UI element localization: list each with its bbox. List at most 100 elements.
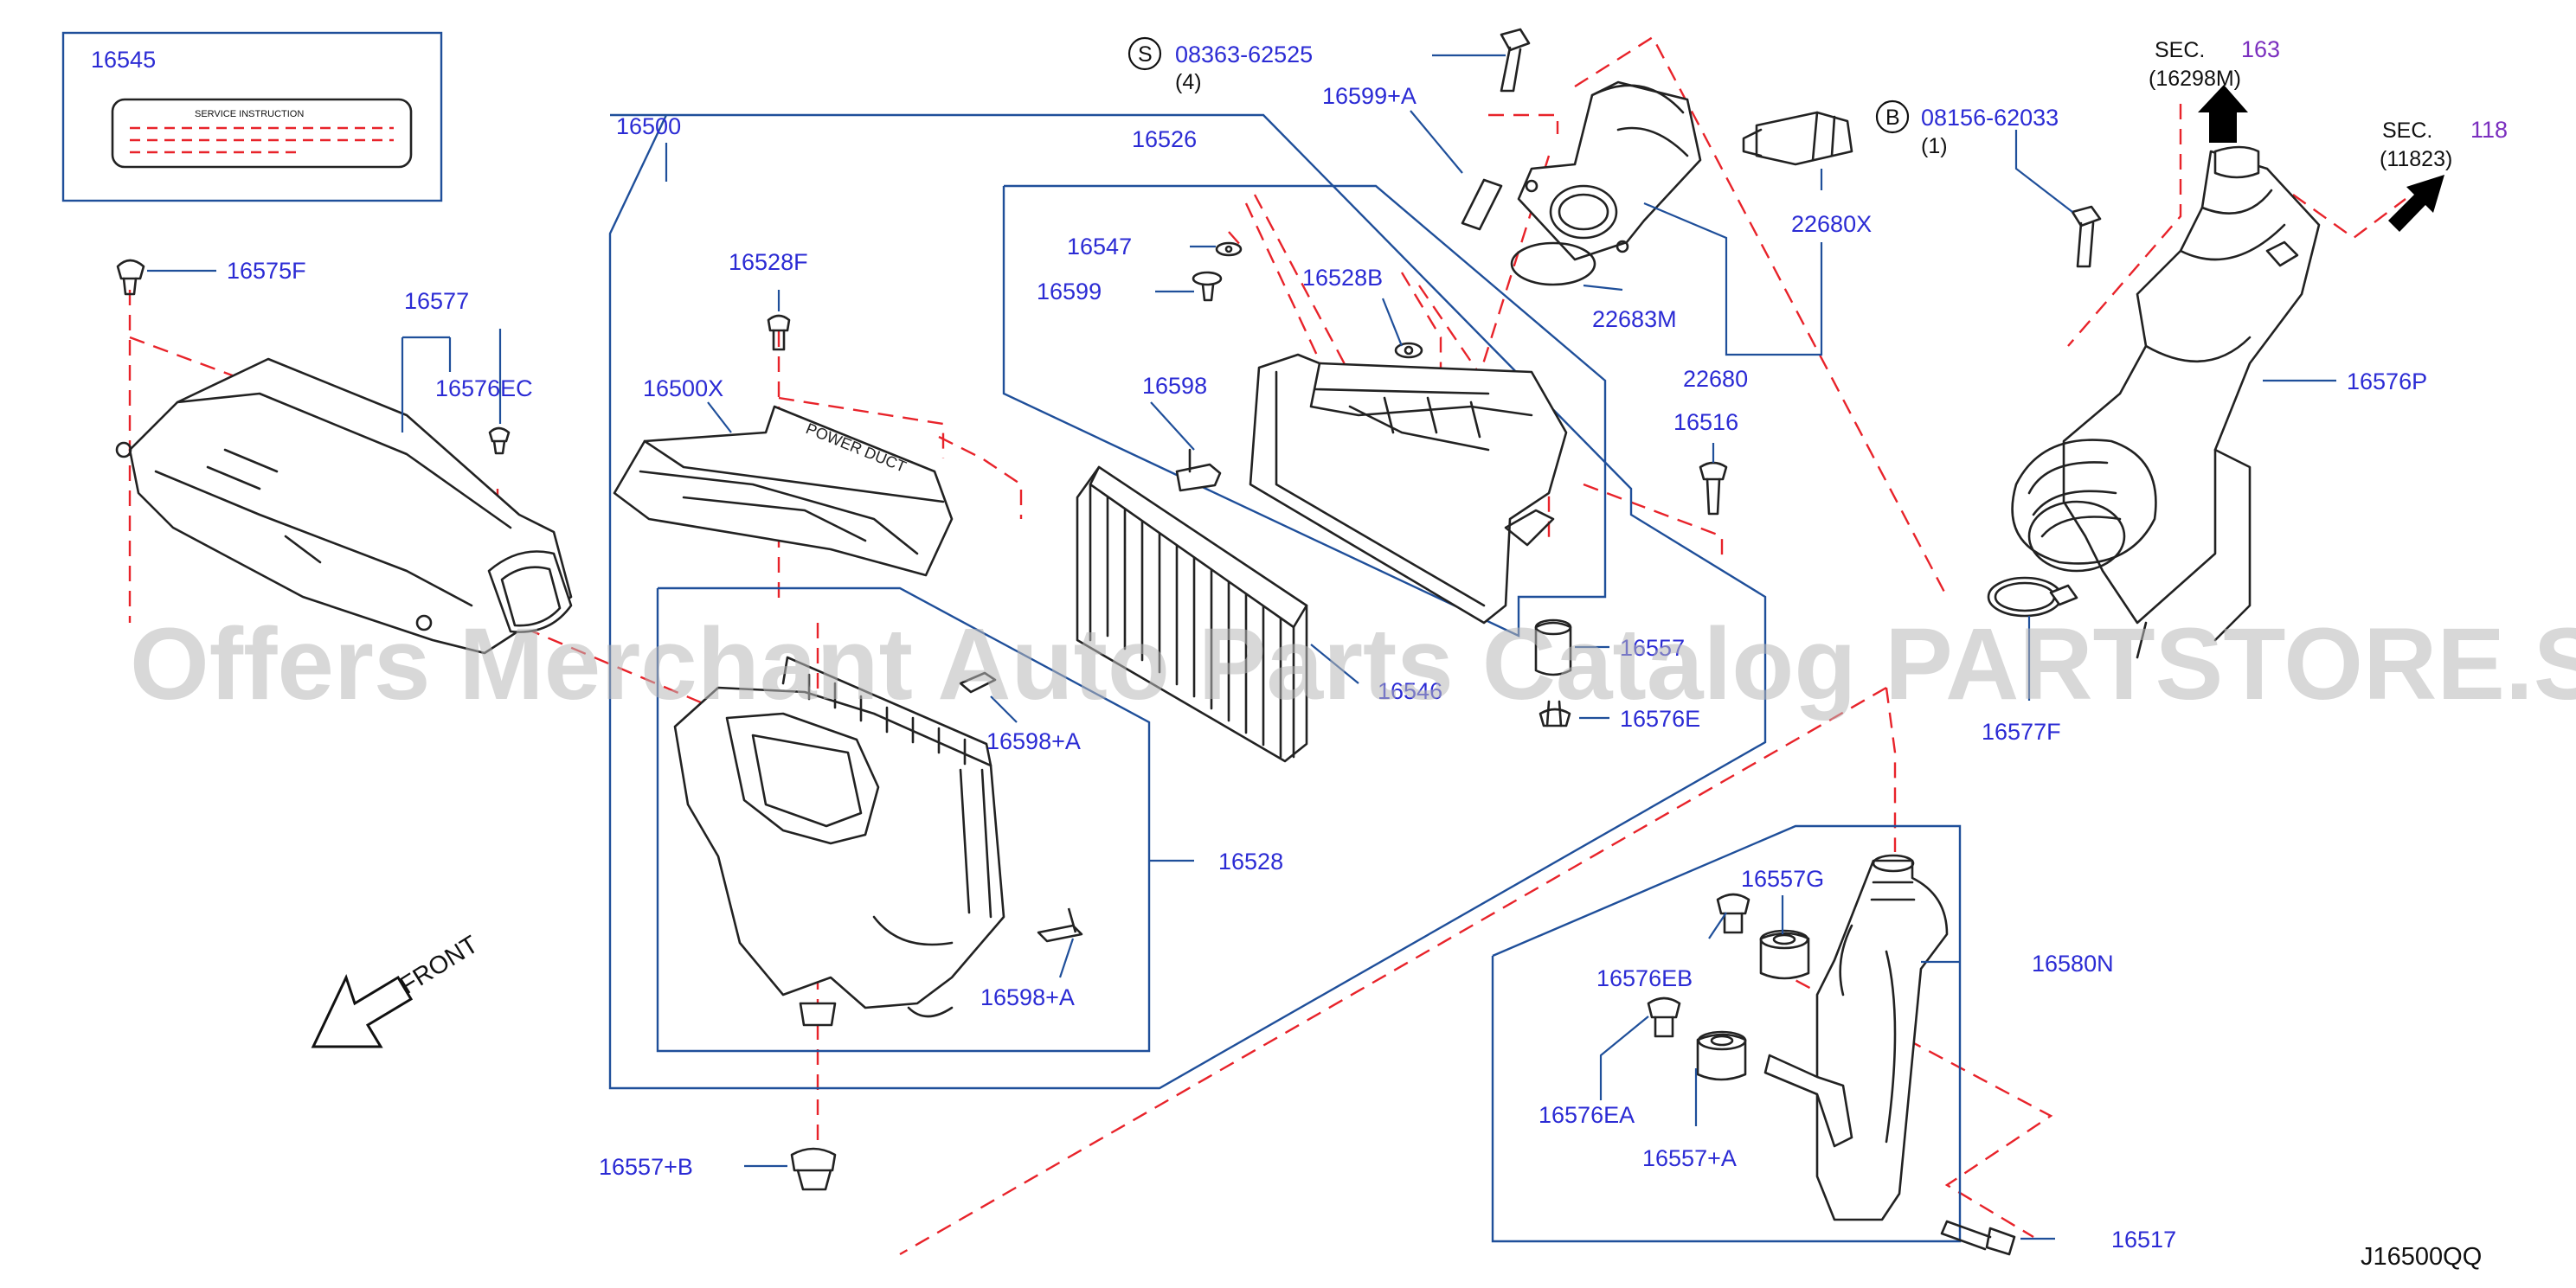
qty-08363-62525: (4) — [1175, 70, 1202, 94]
bushing-16557A — [1696, 1030, 1747, 1081]
clip-16575F — [116, 259, 145, 296]
grommet-16557B — [790, 1147, 837, 1191]
duct-16577 — [115, 357, 573, 655]
qty-08156-62033: (1) — [1921, 134, 1948, 158]
label-16557: 16557 — [1620, 635, 1685, 661]
bolt-16576EB — [1716, 893, 1751, 934]
label-16599: 16599 — [1037, 279, 1102, 304]
bushing-16557G — [1759, 929, 1810, 980]
label-16576E: 16576E — [1620, 706, 1700, 732]
bolt-08363-62525 — [1500, 28, 1531, 93]
label-22680: 22680 — [1683, 366, 1748, 392]
front-label: FRONT — [395, 931, 484, 1000]
watermark: Offers Merchant Auto Parts Catalog PARTS… — [130, 607, 2576, 721]
label-16517: 16517 — [2111, 1227, 2176, 1253]
label-08156-62033: 08156-62033 — [1921, 105, 2059, 131]
label-16528F: 16528F — [729, 249, 808, 275]
bolt-16516 — [1699, 461, 1728, 516]
box-16528 — [656, 586, 1151, 1053]
maf-sensor-22680 — [1517, 80, 1702, 261]
clip-16598 — [1175, 448, 1222, 492]
clip-16598A-upper — [959, 671, 997, 694]
sensor-22680X — [1742, 111, 1853, 166]
filter-pleats — [1106, 496, 1282, 759]
label-16500X: 16500X — [643, 375, 723, 401]
front-arrow-icon — [311, 973, 414, 1048]
bolt-16576E — [1539, 700, 1571, 727]
sec-163-number[interactable]: 163 — [2241, 36, 2280, 62]
label-22683M: 22683M — [1592, 306, 1677, 332]
label-16576EB: 16576EB — [1596, 965, 1693, 991]
sec-163-ref[interactable]: SEC. 163 (16298M) — [2149, 36, 2280, 91]
hose-16576P — [2011, 145, 2321, 659]
service-instruction-text: SERVICE INSTRUCTION — [195, 109, 304, 119]
bolt-callout-s: S 08363-62525 (4) — [1127, 36, 1313, 94]
bolt-08156-62033 — [2071, 205, 2102, 268]
b-marker-icon — [1875, 99, 1910, 134]
bolt-callout-b: B 08156-62033 (1) — [1875, 99, 2059, 158]
label-16575F: 16575F — [227, 258, 306, 284]
sec-163-word: SEC. — [2155, 38, 2205, 62]
label-16545: 16545 — [91, 47, 156, 73]
label-16546: 16546 — [1378, 678, 1442, 704]
resonator-16580N — [1763, 854, 1949, 1221]
sec-118-part: (11823) — [2380, 147, 2452, 171]
box-16580N — [1491, 824, 1962, 1243]
label-16577F: 16577F — [1982, 719, 2061, 745]
b-marker: B — [1885, 106, 1900, 130]
housing-cover-16526 — [1249, 353, 1568, 625]
box-16500 — [608, 113, 1767, 1090]
pin-16599A — [1461, 178, 1503, 231]
leader-lines — [147, 54, 2336, 1240]
sec-118-arrow-icon — [2388, 175, 2444, 232]
label-16528: 16528 — [1218, 849, 1283, 875]
s-marker-icon — [1127, 36, 1162, 71]
clamp-16577F — [1987, 576, 2078, 618]
label-16576P: 16576P — [2347, 368, 2427, 394]
housing-body-16528 — [673, 656, 1005, 1027]
bolt-16517 — [1940, 1220, 2016, 1256]
box-16526 — [1002, 184, 1607, 638]
label-16577: 16577 — [404, 288, 469, 314]
label-16576EC: 16576EC — [435, 375, 533, 401]
label-16598: 16598 — [1142, 373, 1207, 399]
grommet-16528F — [767, 314, 791, 351]
label-16547: 16547 — [1067, 234, 1132, 260]
label-16598A-top: 16598+A — [986, 728, 1081, 754]
bolt-16576EA — [1647, 996, 1681, 1038]
bushing-16557 — [1534, 618, 1572, 676]
label-16516: 16516 — [1673, 409, 1738, 435]
sec-118-number[interactable]: 118 — [2470, 117, 2508, 143]
oring-22683M — [1510, 241, 1596, 286]
label-16580N: 16580N — [2032, 951, 2114, 977]
label-16598A-bottom: 16598+A — [980, 984, 1075, 1010]
part-labels: 16545 16575F 16577 16576EC 16500 16528F … — [91, 47, 2427, 1253]
group-boxes — [61, 31, 1962, 1243]
grommet-16528B — [1394, 342, 1423, 359]
label-08363-62525: 08363-62525 — [1175, 42, 1313, 67]
fastener-16599 — [1192, 271, 1223, 302]
fastener-16547 — [1215, 241, 1243, 257]
service-instruction-label: SERVICE INSTRUCTION — [111, 98, 413, 169]
clip-16576EC — [488, 426, 511, 455]
diagram-code: J16500QQ — [2361, 1243, 2482, 1271]
power-duct-16500X: POWER DUCT — [613, 405, 954, 577]
label-16557G: 16557G — [1741, 866, 1824, 892]
label-16500: 16500 — [616, 113, 681, 139]
label-16576EA: 16576EA — [1539, 1102, 1635, 1128]
label-16528B: 16528B — [1302, 265, 1383, 291]
clip-16598A-lower — [1037, 907, 1083, 943]
label-16599A: 16599+A — [1322, 83, 1416, 109]
s-marker: S — [1138, 42, 1153, 67]
sec-163-arrow-icon — [2198, 85, 2248, 143]
label-16557B: 16557+B — [599, 1154, 693, 1180]
label-box-16545 — [61, 31, 443, 202]
label-16557A: 16557+A — [1642, 1145, 1737, 1171]
sec-163-part: (16298M) — [2149, 67, 2241, 91]
label-16526: 16526 — [1132, 126, 1197, 152]
sec-118-word: SEC. — [2382, 119, 2432, 143]
filter-16546 — [1076, 465, 1308, 763]
sec-118-ref[interactable]: SEC. 118 (11823) — [2380, 117, 2508, 171]
